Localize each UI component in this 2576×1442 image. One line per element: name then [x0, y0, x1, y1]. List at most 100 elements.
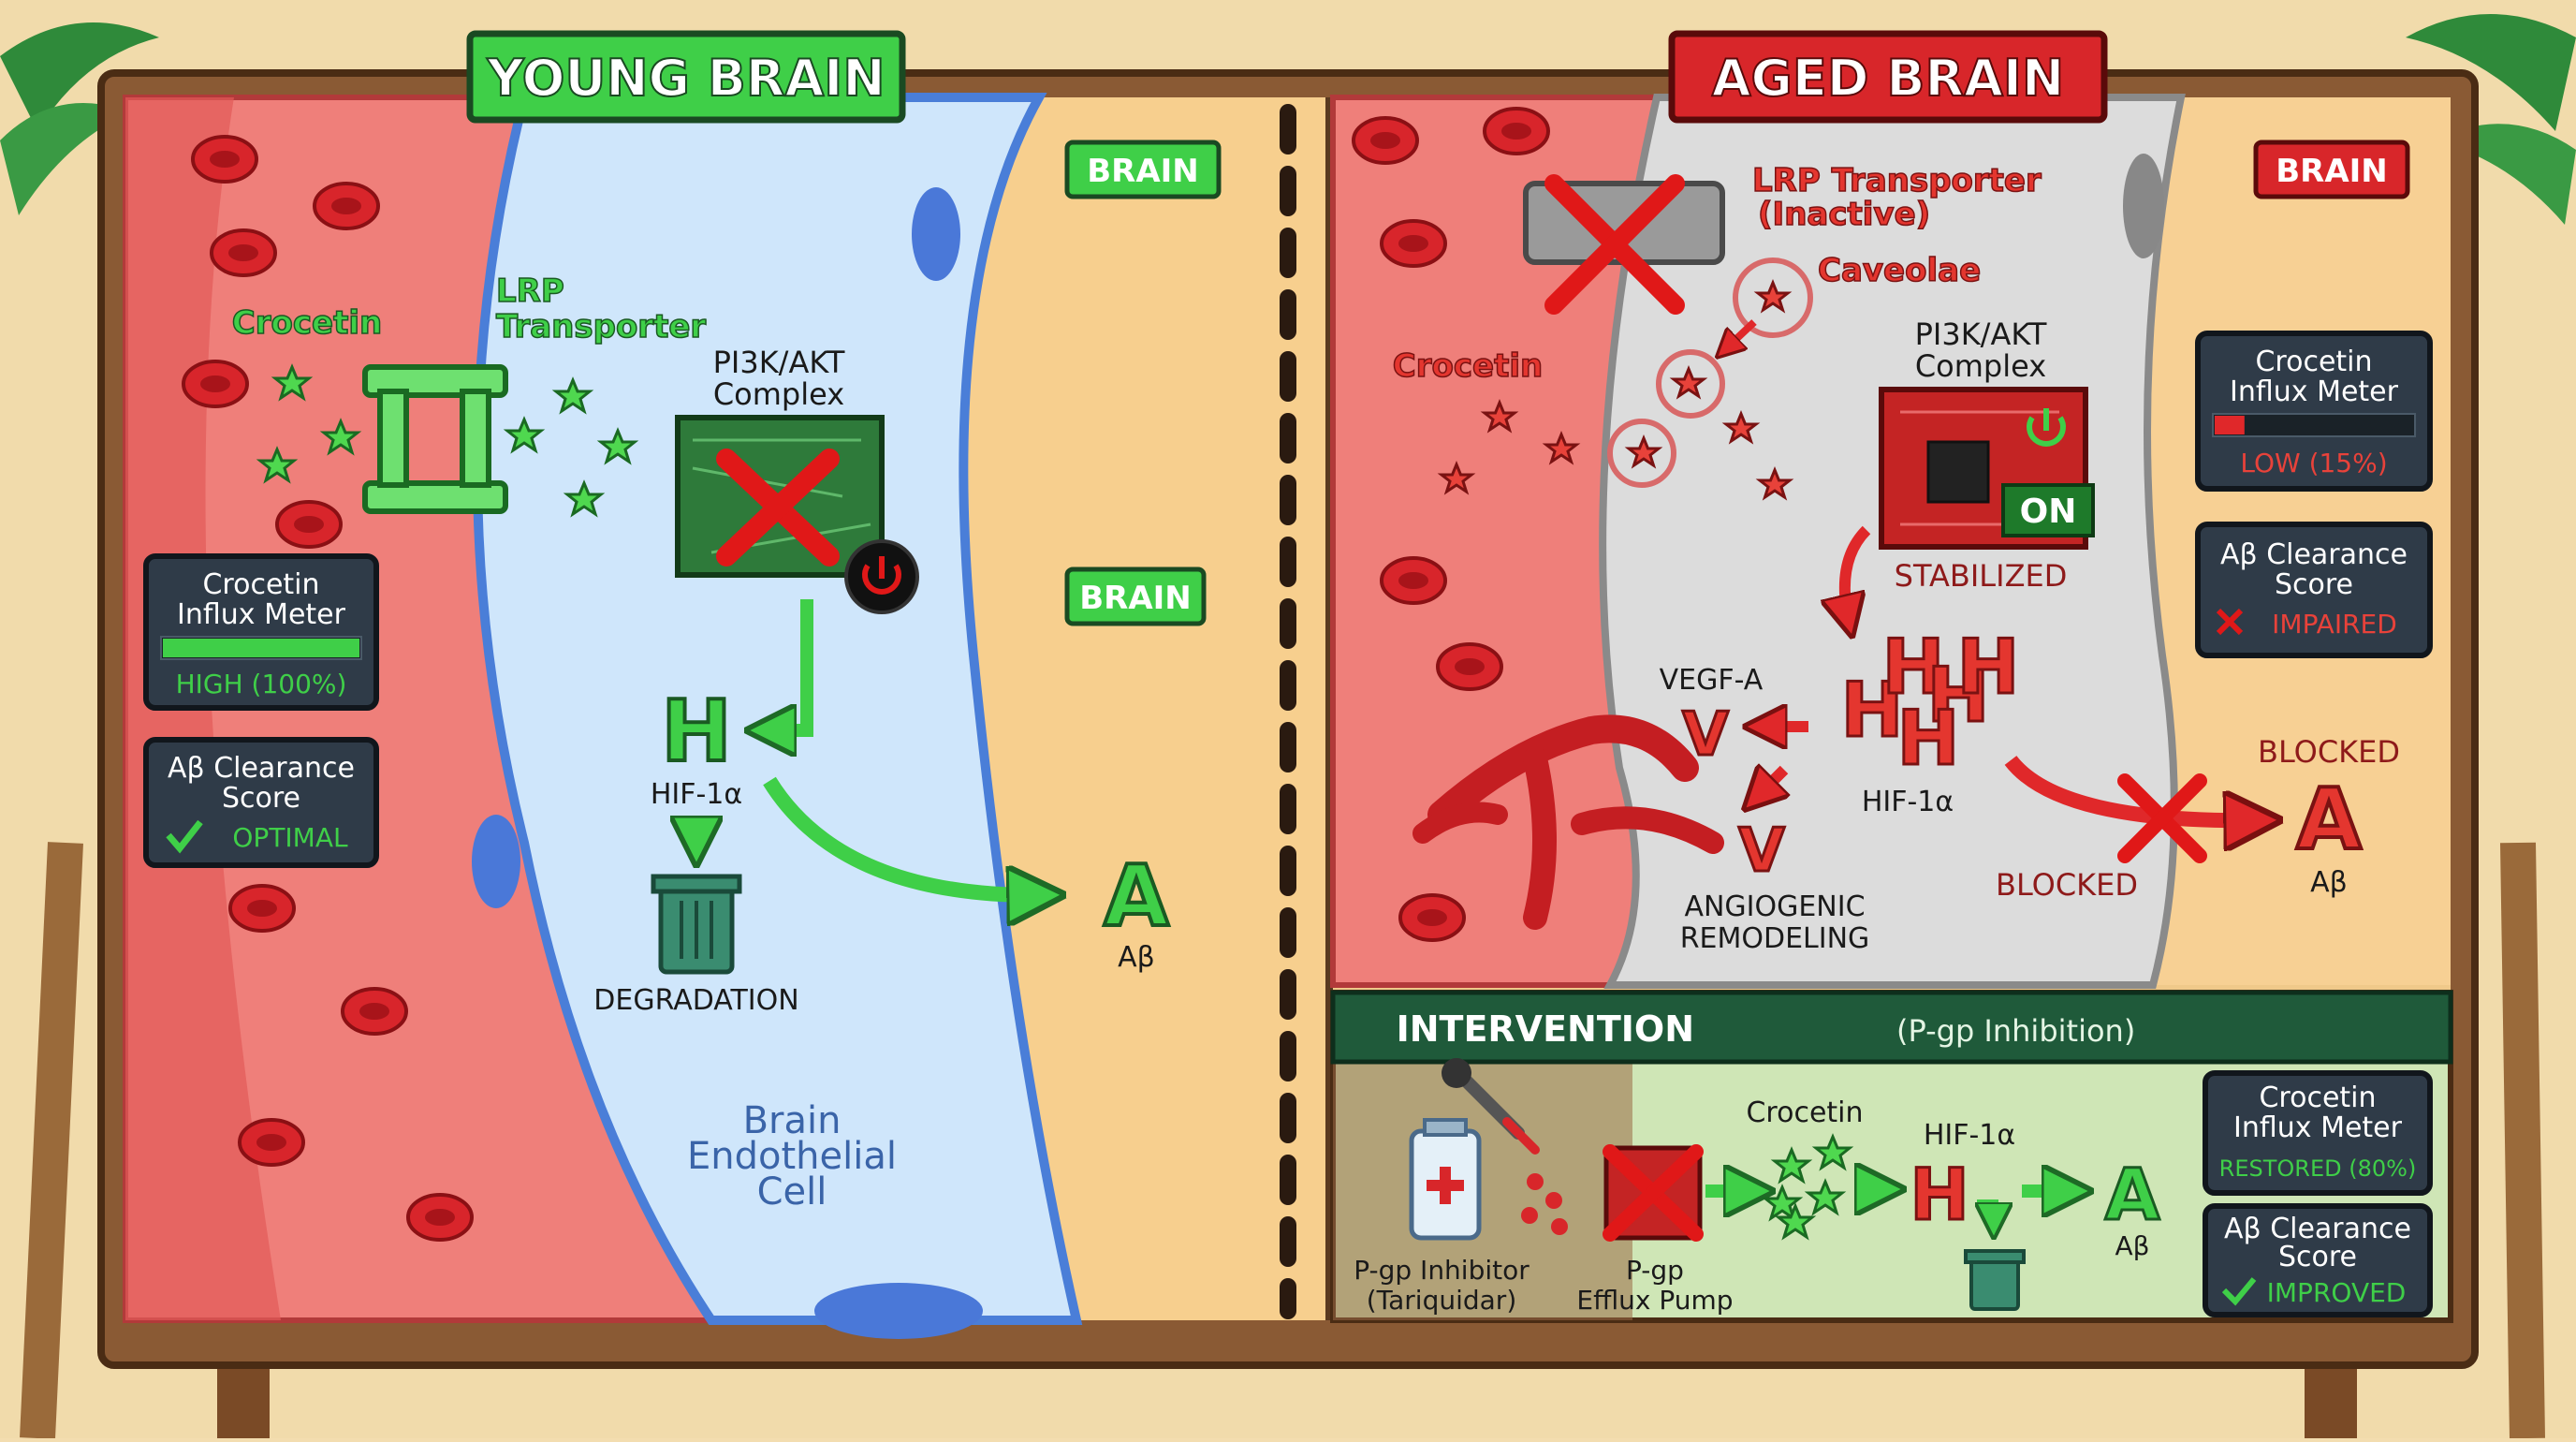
angio-label-2: REMODELING [1680, 922, 1870, 955]
lrp-transporter-icon [362, 364, 508, 514]
aged-influx-bar-track [2212, 413, 2416, 437]
svg-text:BRAIN: BRAIN [1087, 153, 1199, 190]
inactive-lrp-transporter-icon [1523, 174, 1725, 315]
blocked-x-icon [2117, 773, 2207, 863]
red-blood-cell [1483, 107, 1550, 155]
young-brain-banner: YOUNG BRAIN [466, 30, 906, 124]
angiogenic-vessels-icon [1412, 714, 1724, 930]
panel-divider-edge [1325, 97, 1333, 1320]
red-blood-cell [1380, 556, 1447, 605]
intervention-clearance-title-2: Score [2278, 1241, 2357, 1273]
young-pi3k-label-1: PI3K/AKT [713, 345, 845, 380]
aged-hif-cluster-icon: H H H H H [1839, 623, 2021, 784]
aged-brain-tag: BRAIN [2253, 140, 2410, 199]
svg-text:H: H [1841, 667, 1904, 754]
young-abeta-label: Aβ [1118, 941, 1155, 974]
young-clearance-title-2: Score [222, 782, 300, 815]
sign-post-right [2305, 1367, 2357, 1438]
intervention-abeta-label: Aβ [2115, 1230, 2149, 1261]
intervention-title: INTERVENTION [1397, 1008, 1694, 1050]
intervention-clearance-score: Aβ Clearance Score IMPROVED [2203, 1203, 2433, 1317]
caveolae-vesicles [1607, 258, 1813, 488]
young-pi3k-chip-icon [675, 415, 885, 578]
young-hif-label: HIF-1α [651, 778, 742, 811]
red-blood-cell [1436, 642, 1503, 691]
palm-tree-left-icon [0, 22, 159, 1439]
aged-influx-bar-fill [2215, 416, 2245, 434]
red-blood-cell [406, 1193, 474, 1242]
young-lrp-label-1: LRP [496, 272, 564, 310]
blocked-label-1: BLOCKED [1996, 867, 2138, 903]
red-blood-cell [228, 884, 296, 933]
pump-label-1: P-gp [1626, 1255, 1684, 1286]
aged-lrp-label-2: (Inactive) [1758, 196, 1930, 233]
x-mark-icon [2216, 608, 2244, 636]
aged-nucleus [2123, 154, 2164, 258]
svg-text:H: H [1882, 624, 1945, 711]
intervention-panel: INTERVENTION (P-gp Inhibition) P-gp Inhi… [1330, 990, 2453, 1323]
angio-v-icon: V [1738, 817, 1785, 886]
aged-influx-meter: Crocetin Influx Meter LOW (15%) [2195, 331, 2433, 492]
on-badge: ON [2001, 483, 2095, 537]
aged-influx-value: LOW (15%) [2240, 448, 2387, 478]
aged-clearance-title-1: Aβ Clearance [2220, 538, 2408, 571]
aged-influx-title-2: Influx Meter [2230, 375, 2399, 408]
power-on-icon [2027, 408, 2066, 447]
check-icon [166, 819, 203, 854]
svg-text:BRAIN: BRAIN [1079, 580, 1192, 617]
intervention-influx-meter: Crocetin Influx Meter RESTORED (80%) [2203, 1070, 2433, 1196]
red-blood-cell [313, 182, 380, 230]
aged-blocked-arrow [2004, 755, 2265, 820]
sign-post-left [217, 1367, 270, 1438]
svg-text:ON: ON [2020, 493, 2077, 531]
aged-clearance-value: IMPAIRED [2272, 609, 2397, 640]
intervention-influx-value: RESTORED (80%) [2219, 1155, 2417, 1182]
stabilized-label: STABILIZED [1895, 558, 2068, 594]
intervention-clearance-value: IMPROVED [2267, 1277, 2407, 1308]
young-brain-tag-2: BRAIN [1064, 566, 1207, 626]
young-influx-bar-fill [163, 639, 359, 657]
inhibitor-label-2: (Tariquidar) [1367, 1285, 1517, 1316]
svg-text:BRAIN: BRAIN [2276, 153, 2388, 190]
aged-caveolae-label: Caveolae [1818, 252, 1981, 289]
intervention-crocetin-label: Crocetin [1746, 1096, 1863, 1129]
cell-label-2: Endothelial [687, 1135, 897, 1178]
young-lrp-label-2: Transporter [496, 308, 706, 346]
red-blood-cell [275, 500, 343, 549]
aged-crocetin-label: Crocetin [1393, 347, 1543, 385]
young-degradation-label: DEGRADATION [593, 984, 798, 1017]
intervention-hif-label: HIF-1α [1924, 1119, 2015, 1152]
aged-influx-title-1: Crocetin [2255, 346, 2372, 378]
aged-brain-banner: AGED BRAIN [1668, 30, 2108, 124]
intervention-influx-title-1: Crocetin [2259, 1082, 2376, 1114]
young-influx-meter: Crocetin Influx Meter HIGH (100%) [143, 553, 379, 711]
aged-clearance-score: Aβ Clearance Score IMPAIRED [2195, 522, 2433, 658]
pgp-pump-icon [1603, 1144, 1704, 1242]
inhibitor-bottle-icon [1409, 1118, 1482, 1241]
cell-label-1: Brain [743, 1099, 842, 1142]
young-hif-h-icon: H [661, 683, 731, 781]
pump-label-2: Efflux Pump [1576, 1285, 1733, 1316]
check-icon [2221, 1277, 2257, 1306]
intervention-subtitle: (P-gp Inhibition) [1896, 1013, 2135, 1049]
dropper-icon [1442, 1058, 1540, 1155]
hif-to-angio-arrow [1752, 770, 1784, 802]
aged-pi3k-label-2: Complex [1915, 348, 2046, 384]
young-nucleus-left [472, 815, 520, 908]
intervention-abeta-icon: A [2105, 1153, 2160, 1236]
vegf-label: VEGF-A [1660, 664, 1764, 697]
cell-label-3: Cell [757, 1170, 827, 1214]
red-blood-cell [1398, 893, 1466, 942]
svg-text:H: H [1897, 695, 1960, 782]
young-pi3k-label-2: Complex [713, 376, 844, 412]
aged-lrp-label-1: LRP Transporter [1752, 162, 2042, 199]
trash-can-icon [651, 874, 742, 975]
aged-hif-label: HIF-1α [1862, 786, 1954, 818]
angio-label-1: ANGIOGENIC [1684, 890, 1865, 923]
young-chip-to-hif-arrow [760, 599, 813, 730]
red-blood-cell [182, 360, 249, 408]
red-blood-cell [341, 987, 408, 1036]
young-clearance-value: OPTIMAL [232, 822, 348, 853]
